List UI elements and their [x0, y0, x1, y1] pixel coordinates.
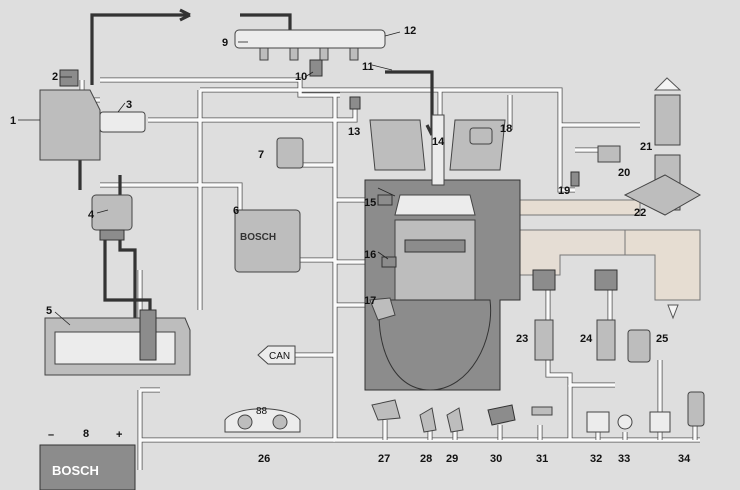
pedal-27: [371, 399, 401, 421]
fuel-metering-unit: [99, 111, 146, 133]
label-30: 30: [490, 453, 502, 465]
battery-plus: +: [116, 429, 122, 441]
label-27: 27: [378, 453, 390, 465]
pressure-control-valve: [59, 69, 79, 87]
label-20: 20: [618, 167, 630, 179]
label-6: 6: [233, 205, 239, 217]
label-3: 3: [126, 99, 132, 111]
key-34: [687, 391, 705, 427]
valve-24: [596, 319, 616, 361]
cylinder-head-left: [369, 119, 426, 171]
label-7: 7: [258, 149, 264, 161]
piston: [394, 219, 476, 301]
glow-control-unit: [276, 137, 304, 169]
rail-pressure-valve: [309, 59, 323, 77]
combustion-chamber: [394, 194, 476, 216]
ecu: BOSCH: [234, 209, 301, 273]
label-24: 24: [580, 333, 593, 345]
ecu-brand: BOSCH: [240, 232, 276, 243]
turbocharger: [623, 174, 702, 216]
label-19: 19: [558, 185, 570, 197]
can-label: CAN: [269, 351, 290, 362]
label-26: 26: [258, 453, 270, 465]
label-18: 18: [500, 123, 512, 135]
label-8: 8: [83, 428, 89, 440]
driver-inputs: [371, 391, 705, 433]
pedal-29: [446, 407, 464, 433]
injector-body: [431, 114, 445, 186]
valve-24-head: [594, 269, 618, 291]
label-23: 23: [516, 333, 528, 345]
fuel-filter: [91, 194, 133, 241]
valve-23: [534, 319, 554, 361]
air-mass-meter: [654, 94, 681, 146]
leader-lines: [18, 31, 401, 326]
valve-23-head: [532, 269, 556, 291]
sensor-15: [377, 194, 393, 206]
label-2: 2: [52, 71, 58, 83]
lamp-33: [617, 414, 633, 430]
rail-body: [234, 29, 386, 49]
display-32: [586, 411, 610, 433]
label-10: 10: [295, 71, 307, 83]
module-25: [627, 329, 651, 363]
lamp-34-panel: [649, 411, 671, 433]
common-rail: [234, 29, 386, 77]
battery: BOSCH – +: [39, 429, 136, 490]
piston-ring: [404, 239, 466, 253]
label-12: 12: [404, 25, 416, 37]
switch-30: [487, 404, 516, 426]
label-32: 32: [590, 453, 602, 465]
sensor-19: [570, 171, 580, 187]
can-bus-tag: CAN: [257, 345, 296, 365]
pump-body: [39, 89, 101, 161]
crankcase: [378, 299, 492, 391]
tank-pump: [139, 309, 157, 361]
label-29: 29: [446, 453, 458, 465]
label-21: 21: [640, 141, 652, 153]
label-34: 34: [678, 453, 691, 465]
exhaust-outlet-arrow: [667, 304, 679, 320]
label-28: 28: [420, 453, 432, 465]
label-16: 16: [364, 249, 376, 261]
sensor-31: [531, 406, 553, 416]
actuator-20: [597, 145, 621, 163]
callout-numbers: 1 2 3 4 5 6 7 8 9 10 11 12 13 14 15 16 1…: [10, 25, 691, 465]
air-inlet-arrow: [653, 77, 682, 91]
label-1: 1: [10, 115, 16, 127]
sensor-13: [349, 96, 361, 110]
label-25: 25: [656, 333, 668, 345]
battery-minus: –: [48, 429, 54, 441]
instrument-cluster: 88: [224, 406, 301, 433]
label-14: 14: [432, 136, 445, 148]
label-5: 5: [46, 305, 52, 317]
label-17: 17: [364, 295, 376, 307]
fuel-tank: [44, 309, 191, 376]
sensor-17: [369, 297, 396, 321]
sensor-18: [469, 127, 493, 145]
label-33: 33: [618, 453, 630, 465]
label-15: 15: [364, 197, 376, 209]
sensor-16: [381, 256, 397, 268]
label-22: 22: [634, 207, 646, 219]
label-4: 4: [88, 209, 95, 221]
label-9: 9: [222, 37, 228, 49]
battery-brand: BOSCH: [52, 463, 99, 478]
pedal-28: [419, 407, 437, 433]
label-13: 13: [348, 126, 360, 138]
label-31: 31: [536, 453, 548, 465]
cluster-reading: 88: [256, 406, 268, 417]
engine: [364, 114, 521, 391]
label-11: 11: [362, 61, 374, 73]
high-pressure-pump: [39, 69, 146, 161]
